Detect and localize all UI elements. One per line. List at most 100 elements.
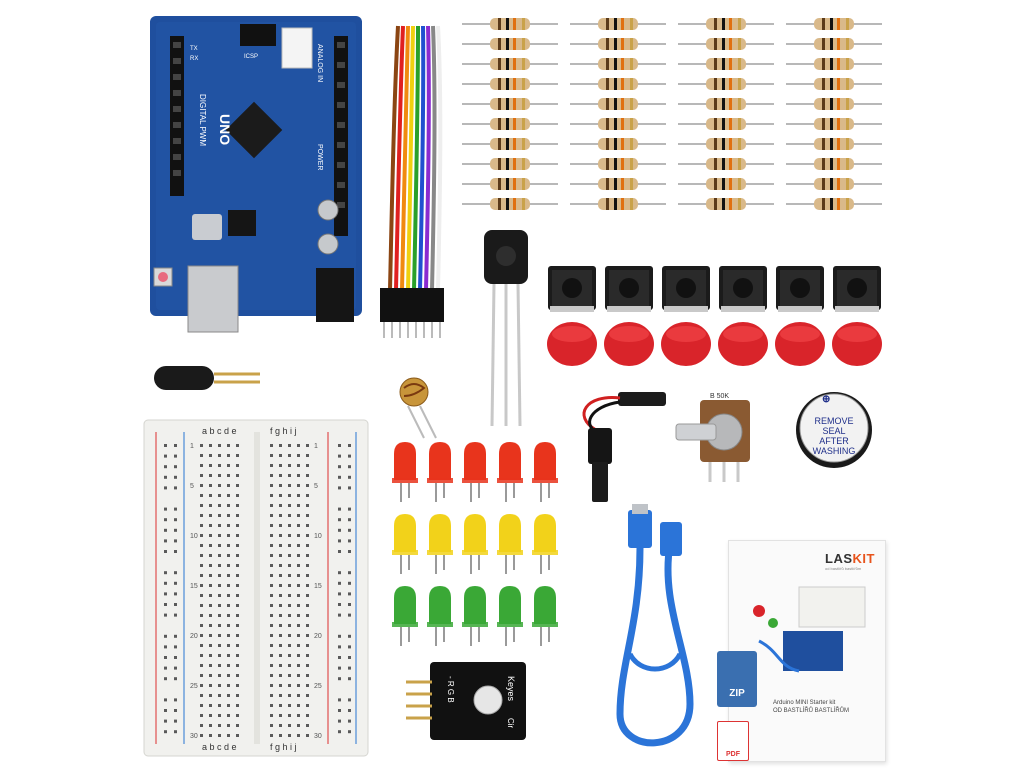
button-cap [547, 322, 597, 366]
breadboard-row-number: 15 [190, 583, 198, 590]
analog-header-label: ANALOG IN [316, 44, 323, 82]
rx-label: RX [190, 56, 198, 62]
led [532, 514, 558, 574]
resistor [678, 58, 774, 70]
ir-receiver [484, 230, 528, 427]
resistor [786, 158, 882, 170]
resistor [462, 98, 558, 110]
resistor [462, 198, 558, 210]
buzzer-seal-text-3: AFTER [819, 436, 849, 446]
breadboard-letters-left-bottom: a b c d e [202, 742, 237, 752]
digital-header-label: DIGITAL PWM [198, 94, 207, 146]
resistor [678, 38, 774, 50]
led-set [392, 442, 558, 646]
resistor [462, 138, 558, 150]
tactile-switch [833, 266, 881, 312]
resistor [462, 158, 558, 170]
breadboard-row-number: 5 [190, 483, 194, 490]
resistor [570, 138, 666, 150]
breadboard-letters-left-top: a b c d e [202, 426, 237, 436]
breadboard-row-number: 20 [190, 633, 198, 640]
photoresistor [399, 377, 437, 439]
breadboard-row-number: 25 [190, 683, 198, 690]
resistor [570, 38, 666, 50]
breadboard-row-number: 30 [190, 733, 198, 740]
svg-text:⊕: ⊕ [822, 394, 830, 405]
buzzer: ⊕ REMOVE SEAL AFTER WASHING [796, 392, 872, 468]
led [497, 442, 523, 502]
potentiometer-value-label: B 50K [710, 393, 729, 400]
led [462, 586, 488, 646]
resistor [678, 198, 774, 210]
resistor [462, 118, 558, 130]
resistor [678, 158, 774, 170]
power-header-label: POWER [316, 144, 323, 170]
resistor [570, 78, 666, 90]
resistor [570, 158, 666, 170]
resistor [462, 178, 558, 190]
led [427, 586, 453, 646]
breadboard-letters-right-bottom: f g h i j [270, 742, 297, 752]
led [392, 586, 418, 646]
breadboard-row-number: 5 [314, 483, 318, 490]
rgb-module-pins: - R G B [446, 676, 455, 703]
button-cap [604, 322, 654, 366]
resistor [570, 98, 666, 110]
resistor-array [462, 18, 882, 210]
resistor [786, 78, 882, 90]
led [532, 586, 558, 646]
rgb-led-module: Keyes - R G B Cir [406, 662, 526, 740]
arduino-uno-board: UNO DIGITAL PWM POWER ANALOG IN ICSP TX … [150, 16, 362, 333]
tactile-switch [605, 266, 653, 312]
tactile-switch [776, 266, 824, 312]
resistor [570, 18, 666, 30]
tilt-sensor [154, 366, 260, 390]
resistor [570, 198, 666, 210]
potentiometer: B 50K [675, 393, 750, 482]
push-button-set [547, 266, 882, 366]
button-cap [832, 322, 882, 366]
resistor [678, 118, 774, 130]
jumper-wire-ribbon [380, 25, 444, 338]
breadboard-row-number: 30 [314, 733, 322, 740]
button-cap [775, 322, 825, 366]
breadboard-row-number: 10 [190, 533, 198, 540]
led [427, 514, 453, 574]
led [497, 514, 523, 574]
led [497, 586, 523, 646]
resistor [678, 98, 774, 110]
resistor [462, 38, 558, 50]
zip-file-icon: ZIP [717, 651, 757, 707]
resistor [462, 78, 558, 90]
resistor [570, 118, 666, 130]
breadboard: a b c d e f g h i j a b c d e f g h i j … [143, 419, 369, 757]
resistor [570, 58, 666, 70]
rgb-module-cir: Cir [506, 718, 515, 729]
breadboard-row-number: 1 [314, 443, 318, 450]
booklet-brand-logo: LASKIT [825, 551, 875, 566]
booklet-cover-illustration [753, 586, 866, 673]
board-model-label: UNO [217, 114, 233, 145]
led [462, 442, 488, 502]
breadboard-row-number: 25 [314, 683, 322, 690]
led [427, 442, 453, 502]
buzzer-seal-text-4: WASHING [813, 446, 856, 456]
led [462, 514, 488, 574]
breadboard-row-number: 15 [314, 583, 322, 590]
resistor [678, 78, 774, 90]
buzzer-seal-text-2: SEAL [822, 426, 845, 436]
booklet-brand-tagline: od bastlířů bastlířům [825, 566, 862, 571]
resistor [678, 18, 774, 30]
resistor [678, 138, 774, 150]
pdf-file-icon: PDF [717, 721, 749, 761]
tactile-switch [662, 266, 710, 312]
resistor [786, 198, 882, 210]
resistor [570, 178, 666, 190]
rgb-module-brand: Keyes [506, 676, 516, 702]
buzzer-seal-text-1: REMOVE [814, 416, 853, 426]
resistor [462, 58, 558, 70]
led [392, 514, 418, 574]
resistor [786, 138, 882, 150]
resistor [786, 18, 882, 30]
tactile-switch [719, 266, 767, 312]
